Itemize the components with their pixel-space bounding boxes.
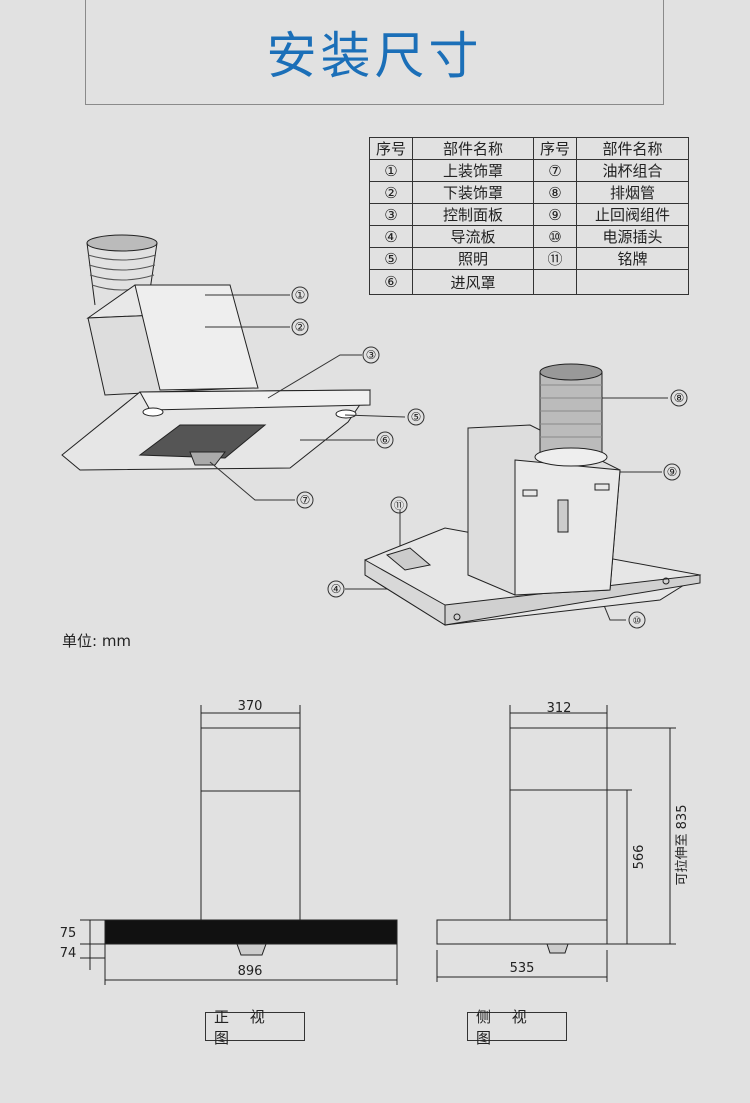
svg-text:⑤: ⑤ [411,410,422,424]
callout-4: ④ [327,580,345,598]
svg-text:⑪: ⑪ [394,500,404,512]
svg-text:③: ③ [366,348,377,362]
front-height-2: 74 [60,946,77,961]
cell [533,269,577,295]
unit-label: 单位: mm [62,632,132,650]
header-cell: 部件名称 [576,137,689,160]
front-view-label: 正 视 图 [205,1008,305,1047]
front-width-total: 896 [238,964,263,979]
cell: 进风罩 [412,269,534,295]
table-header: 序号 部件名称 序号 部件名称 [369,137,689,160]
callout-11: ⑪ [390,496,408,514]
cell [576,269,689,295]
hood-perspective-front [61,234,371,471]
callout-lines [205,294,668,621]
svg-text:⑧: ⑧ [674,391,685,405]
cell: ⑧ [533,181,577,204]
svg-text:④: ④ [331,582,342,596]
callout-9: ⑨ [663,463,681,481]
side-depth: 535 [510,961,535,976]
header-cell: 部件名称 [412,137,534,160]
exhaust-pipe-illustration [86,234,158,306]
svg-text:②: ② [295,320,306,334]
hood-perspective-back [364,363,702,626]
callout-6: ⑥ [376,431,394,449]
callout-2: ② [291,318,309,336]
side-view-label: 侧 视 图 [467,1008,567,1047]
callout-8: ⑧ [670,389,688,407]
side-extend: 可拉伸至 835 [675,805,690,886]
cell: ④ [369,225,413,248]
cell: 油杯组合 [576,159,689,182]
svg-text:⑩: ⑩ [633,616,642,627]
callout-markers: ① ② ③ ⑤ ⑥ ⑦ ⑧ ⑨ ⑩ ⑪ ④ [291,286,688,629]
svg-text:①: ① [295,288,306,302]
cell: 上装饰罩 [412,159,534,182]
front-view-drawing [80,705,398,985]
cell: ⑥ [369,269,413,295]
front-width-top: 370 [238,699,263,714]
side-width-top: 312 [547,701,572,716]
title-box: 安装尺寸 [85,0,664,105]
svg-text:⑥: ⑥ [380,433,391,447]
callout-3: ③ [362,346,380,364]
page-title: 安装尺寸 [266,27,483,85]
svg-text:⑨: ⑨ [667,465,678,479]
callout-10: ⑩ [628,611,646,629]
cell: 止回阀组件 [576,203,689,226]
callout-5: ⑤ [407,408,425,426]
side-height: 566 [632,845,647,870]
callout-1: ① [291,286,309,304]
side-view-drawing [436,705,676,982]
svg-text:⑦: ⑦ [300,493,311,507]
cell: ① [369,159,413,182]
front-height-1: 75 [60,926,77,941]
callout-7: ⑦ [296,491,314,509]
